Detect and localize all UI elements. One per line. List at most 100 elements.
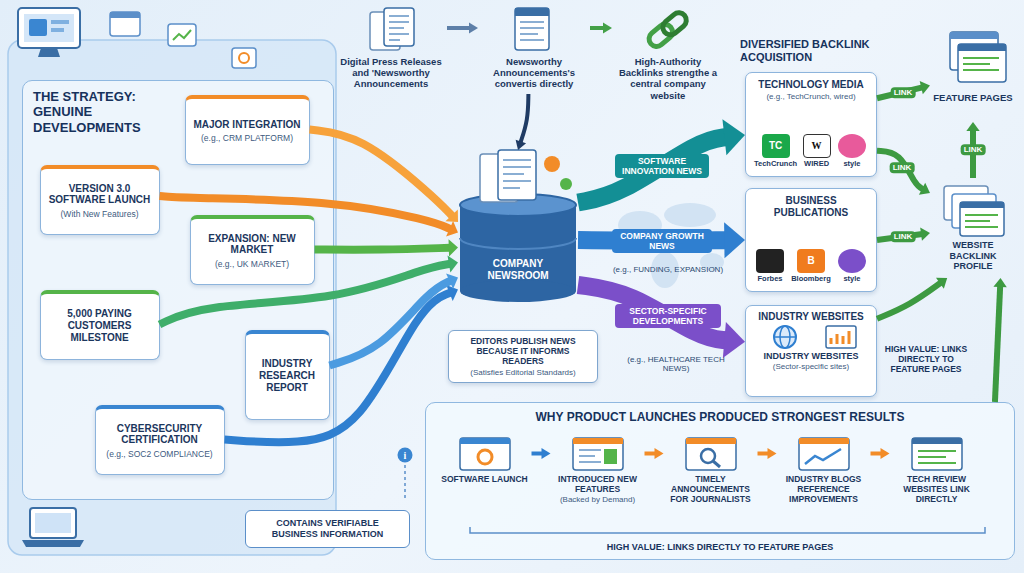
- connector-arrow: [447, 23, 478, 34]
- feature-pages-art: [958, 44, 1006, 82]
- example-note: (e.g., FUNDING, EXPANSION): [613, 265, 723, 274]
- logo-tile: WWIRED: [801, 134, 833, 169]
- step-icon: [701, 449, 715, 463]
- development-card: EXPANSION: NEW MARKET (e.g., UK MARKET): [190, 215, 315, 285]
- step-icon: [460, 438, 962, 470]
- arrowhead: [723, 322, 745, 358]
- feature-pages-art: [950, 32, 1006, 82]
- arrowhead: [919, 183, 930, 195]
- node-title: B: [807, 255, 814, 267]
- logo-mark: [756, 249, 784, 273]
- arrowhead: [722, 119, 745, 155]
- backlink-profile-art: [960, 202, 1004, 236]
- strategy-panel: THE STRATEGY: GENUINE DEVELOPMENTS VERSIO…: [22, 80, 334, 500]
- laptop-icon: [30, 508, 76, 538]
- feature-pages-node: FEATURE PAGES: [930, 26, 1016, 122]
- node-text: (With New Features): [61, 209, 139, 219]
- backlink-profile-art: [952, 194, 996, 228]
- left-panel: [8, 40, 336, 555]
- step-icon: [460, 438, 510, 470]
- connector-line: [447, 26, 470, 30]
- connector-arrow: [330, 273, 459, 365]
- step-icon: [478, 450, 492, 464]
- arrowhead: [881, 448, 890, 459]
- node-title: High-Authority Backlinks strengthe a cen…: [614, 56, 722, 101]
- backlink-profile-art: [944, 186, 1004, 236]
- result-step: SOFTWARE LAUNCH: [438, 434, 532, 514]
- media-box: INDUSTRY WEBSITESINDUSTRY WEBSITES(Secto…: [745, 305, 877, 397]
- development-card: 5,000 PAYING CUSTOMERS MILESTONE: [40, 290, 160, 360]
- info-badge: i: [398, 448, 413, 463]
- node-title: CYBERSECURITY CERTIFICATION: [103, 423, 217, 447]
- step-icon: [460, 438, 510, 444]
- press-release-icon: [370, 12, 400, 50]
- example-note: (e.g., HEALTHCARE TECH NEWS): [614, 355, 739, 374]
- node-title: Forbes: [757, 275, 782, 284]
- section-heading: DIVERSIFIED BACKLINK ACQUISITION: [740, 38, 925, 64]
- connector-line: [160, 264, 451, 325]
- node-title: CONTAINS VERIFIABLE BUSINESS INFORMATION: [254, 518, 401, 539]
- globe-icon: [774, 326, 796, 348]
- announcement-node: High-Authority Backlinks strengthe a cen…: [612, 6, 724, 103]
- arrowhead: [446, 285, 458, 301]
- logo-tile: style: [836, 134, 868, 169]
- node-title: COMPANY NEWSROOM: [464, 258, 572, 282]
- logo-tile: style: [836, 249, 868, 284]
- announcement-doc-icon: [515, 8, 549, 50]
- node-text: (e.g., CRM PLATFORM): [201, 133, 293, 143]
- window-icon: [110, 12, 256, 68]
- feature-pages-art: [950, 32, 998, 70]
- node-text: (Sector-specific sites): [773, 362, 849, 371]
- node-text: WIRED: [804, 160, 829, 169]
- laptop-icon: [35, 513, 71, 533]
- logo-mark: [838, 249, 866, 273]
- window-icon: [110, 12, 140, 36]
- arrowhead: [449, 239, 458, 256]
- arrowhead: [936, 278, 947, 289]
- node-text: (e.g., TechCrunch, wired): [766, 92, 855, 101]
- connector-arrow: [993, 278, 1006, 402]
- connector-arrow: [877, 151, 930, 195]
- edge-label: SECTOR-SPECIFIC DEVELOPMENTS: [615, 304, 721, 328]
- node-title: TECHNOLOGY MEDIA: [758, 79, 863, 91]
- arrowhead: [516, 140, 526, 150]
- connector-arrow: [225, 285, 459, 442]
- announcement-doc-icon: [515, 8, 549, 16]
- node-title: THE STRATEGY: GENUINE DEVELOPMENTS: [33, 89, 178, 135]
- node-title: INTRODUCED NEW FEATURES: [553, 474, 643, 494]
- arrowhead: [448, 256, 458, 273]
- window-icon: [110, 12, 140, 18]
- connector-arrow: [315, 239, 459, 256]
- window-icon: [168, 24, 196, 46]
- arrowhead: [724, 222, 745, 258]
- backlink-profile-node: WEBSITE BACKLINK PROFILE: [930, 178, 1016, 278]
- node-title: Newsworthy Announcements's convertis dir…: [480, 56, 588, 90]
- node-title: MAJOR INTEGRATION: [193, 119, 300, 131]
- development-card: INDUSTRY RESEARCH REPORT: [245, 330, 330, 420]
- node-title: EXPANSION: NEW MARKET: [198, 233, 307, 257]
- newsroom-cylinder: COMPANY NEWSROOM: [458, 150, 578, 300]
- monitor-icon: [18, 8, 80, 57]
- development-card: VERSION 3.0 SOFTWARE LAUNCH(With New Fea…: [40, 165, 160, 235]
- connector-line: [532, 452, 543, 456]
- step-icon: [573, 438, 623, 444]
- development-card: CYBERSECURITY CERTIFICATION(e.g., SOC2 C…: [95, 405, 225, 475]
- arrowhead: [542, 448, 551, 459]
- connector-arrow: [160, 256, 459, 325]
- newsroom-cylinder-art: [460, 205, 576, 291]
- announcement-doc-icon: [520, 22, 544, 40]
- node-text: (Backed by Demand): [560, 495, 635, 504]
- media-box: TECHNOLOGY MEDIA(e.g., TechCrunch, wired…: [745, 72, 877, 177]
- connector-arrow: [877, 278, 947, 319]
- node-title: Digital Press Releases and 'Newsworthy A…: [337, 56, 445, 90]
- connector-line: [578, 137, 728, 203]
- monitor-icon: [18, 8, 80, 48]
- arrowhead: [966, 122, 979, 131]
- connector-arrow: [645, 448, 664, 459]
- edge-label: LINK: [891, 231, 916, 242]
- node-text: (e.g., UK MARKET): [215, 259, 289, 269]
- globe-icon: [831, 331, 849, 344]
- announcement-node: Digital Press Releases and 'Newsworthy A…: [335, 6, 447, 94]
- node-title: WHY PRODUCT LAUNCHES PRODUCED STRONGEST …: [536, 410, 905, 424]
- logo-row: ForbesBBloombergstyle: [751, 249, 871, 284]
